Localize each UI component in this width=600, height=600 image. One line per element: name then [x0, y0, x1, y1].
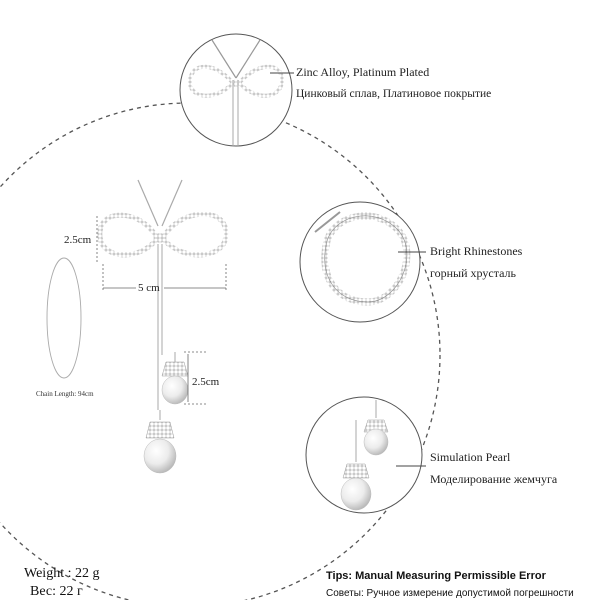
pearl-detail-bubble	[305, 396, 426, 514]
rhinestone-caption-en: Bright Rhinestones	[430, 244, 523, 258]
material-caption-en: Zinc Alloy, Platinum Plated	[296, 65, 430, 79]
tips-heading: Tips: Manual Measuring Permissible Error	[326, 570, 546, 582]
chain-length-label: Chain Length: 94cm	[36, 390, 94, 398]
material-caption-ru: Цинковый сплав, Платиновое покрытие	[296, 88, 492, 100]
pearl-drop-label: 2.5cm	[192, 376, 220, 388]
bow-width-label: 5 cm	[138, 282, 160, 294]
chain-length-loop	[46, 257, 82, 379]
material-detail-bubble	[179, 33, 294, 147]
dimension-guides	[96, 216, 227, 405]
main-pendant	[97, 179, 229, 474]
pearl-caption-ru: Моделирование жемчуга	[430, 472, 558, 486]
rhinestone-caption-ru: горный хрусталь	[430, 266, 516, 280]
dashed-outline-circle	[0, 102, 441, 600]
rhinestone-detail-bubble	[299, 201, 426, 323]
weight-ru: Вес: 22 г	[30, 584, 83, 599]
tips-subtext: Советы: Ручное измерение допустимой погр…	[326, 588, 574, 599]
weight-en: Weight : 22 g	[24, 566, 100, 581]
bow-height-label: 2.5cm	[64, 234, 92, 246]
pearl-caption-en: Simulation Pearl	[430, 450, 511, 464]
